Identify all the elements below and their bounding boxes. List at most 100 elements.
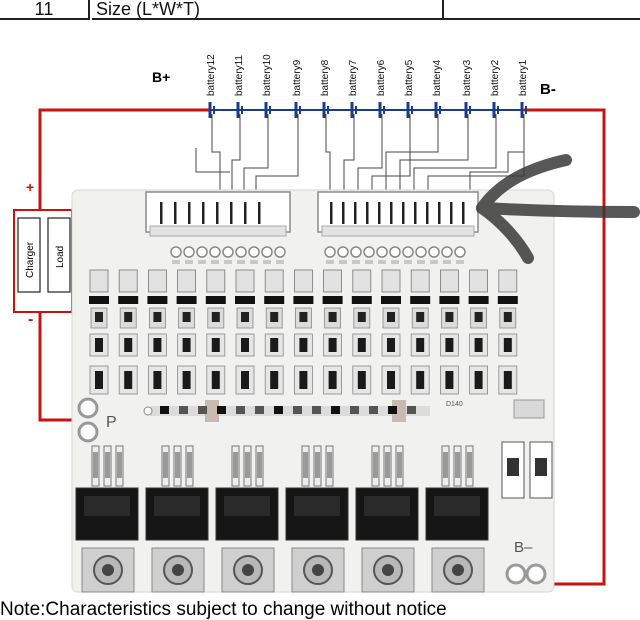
pad-label-mark xyxy=(326,260,334,264)
pad-label-mark xyxy=(352,260,360,264)
red-wires xyxy=(38,108,606,586)
pad-label-mark xyxy=(456,260,464,264)
b-minus-terminal: B– xyxy=(505,539,547,585)
sense-pad xyxy=(337,246,349,258)
sense-pad xyxy=(222,246,234,258)
sense-pad xyxy=(196,246,208,258)
connector-pin xyxy=(390,202,393,224)
connector-pin xyxy=(378,202,381,224)
terminal-bolt xyxy=(291,547,345,593)
sense-lead xyxy=(343,114,355,218)
battery-cell xyxy=(406,102,413,118)
battery-label: battery5 xyxy=(404,59,415,96)
balance-channel xyxy=(439,269,460,395)
battery-label: battery8 xyxy=(320,59,331,96)
connector-pin xyxy=(438,202,441,224)
balance-channel xyxy=(235,269,255,395)
smd-part xyxy=(388,406,397,414)
sense-pad xyxy=(324,246,336,258)
pad-label-mark xyxy=(417,260,425,264)
balance-channel xyxy=(118,269,139,395)
connector-pin xyxy=(354,202,357,224)
connector-pin xyxy=(414,202,417,224)
spec-table-row: 11 Size (L*W*T) xyxy=(0,0,640,20)
battery-cell xyxy=(350,102,357,118)
connector-pin xyxy=(188,202,191,224)
mosfet xyxy=(145,445,209,541)
row-number: 11 xyxy=(0,0,90,20)
sense-pad xyxy=(441,246,453,258)
smd-part xyxy=(274,406,283,414)
connector-pin xyxy=(426,202,429,224)
mosfet xyxy=(215,445,279,541)
battery-cell xyxy=(378,102,385,118)
balance-channel xyxy=(176,269,197,395)
b-plus-label: B+ xyxy=(152,69,170,85)
smd-part xyxy=(293,406,302,414)
board-code: D140 xyxy=(446,401,463,408)
p-minus-label: P xyxy=(106,414,117,431)
terminal-bolt xyxy=(81,547,135,593)
terminal-bolt xyxy=(361,547,415,593)
sense-pad xyxy=(402,246,414,258)
row-label: Size (L*W*T) xyxy=(92,0,444,20)
strip-parts xyxy=(160,406,416,414)
terminal-bolt xyxy=(221,547,275,593)
connector-pin xyxy=(174,202,177,224)
battery-cell xyxy=(434,102,441,118)
connector-pin xyxy=(342,202,345,224)
pad-label-mark xyxy=(339,260,347,264)
battery-label: battery11 xyxy=(234,55,245,96)
sense-lead xyxy=(399,114,469,218)
load-box xyxy=(47,217,71,293)
smd-part xyxy=(407,406,416,414)
pad-label-mark xyxy=(250,260,258,264)
sense-pad xyxy=(376,246,388,258)
smd-part xyxy=(217,406,226,414)
battery-cells xyxy=(208,102,527,118)
balance-channel xyxy=(264,269,285,395)
battery-cell xyxy=(464,102,471,118)
p-minus-wire xyxy=(38,312,84,422)
sense-pad xyxy=(454,246,466,258)
smd-part xyxy=(350,406,359,414)
board-b-minus-label: B– xyxy=(514,539,533,556)
pad-label-mark xyxy=(263,260,271,264)
b-plus-wire xyxy=(38,108,210,210)
balance-channel xyxy=(351,269,372,395)
mosfet-row xyxy=(75,445,489,593)
sense-lead xyxy=(195,148,230,173)
battery-label: battery9 xyxy=(292,59,303,96)
battery-label: battery10 xyxy=(262,54,273,96)
balance-channel xyxy=(381,269,401,395)
mosfet xyxy=(285,445,349,541)
connector-pin xyxy=(216,202,219,224)
sense-pad xyxy=(170,246,182,258)
balance-channel xyxy=(205,269,226,395)
footnote: Note:Characteristics subject to change w… xyxy=(0,600,447,620)
battery-label: battery1 xyxy=(518,59,529,96)
connector-pin xyxy=(244,202,247,224)
b-minus-wire xyxy=(524,108,606,586)
smd-part xyxy=(236,406,245,414)
connector-pins xyxy=(160,202,465,224)
sense-pad xyxy=(274,246,286,258)
battery-label: battery12 xyxy=(206,54,217,96)
battery-label: battery3 xyxy=(462,59,473,96)
sense-pad xyxy=(363,246,375,258)
sense-pad xyxy=(261,246,273,258)
pad-label-mark xyxy=(391,260,399,264)
control-strip: D140 xyxy=(143,399,545,422)
sense-pads xyxy=(170,246,466,264)
battery-cell xyxy=(294,102,301,118)
connector-pin xyxy=(462,202,465,224)
balance-channel xyxy=(293,269,314,395)
sense-lead xyxy=(385,114,439,218)
mosfet xyxy=(355,445,419,541)
bms-wiring-diagram: battery12 battery11 battery10 battery9 batte… xyxy=(13,54,640,593)
pad-label-mark xyxy=(198,260,206,264)
battery-label: battery7 xyxy=(348,59,359,96)
pad-label-mark xyxy=(276,260,284,264)
sense-pad xyxy=(248,246,260,258)
sense-lead xyxy=(325,114,331,218)
